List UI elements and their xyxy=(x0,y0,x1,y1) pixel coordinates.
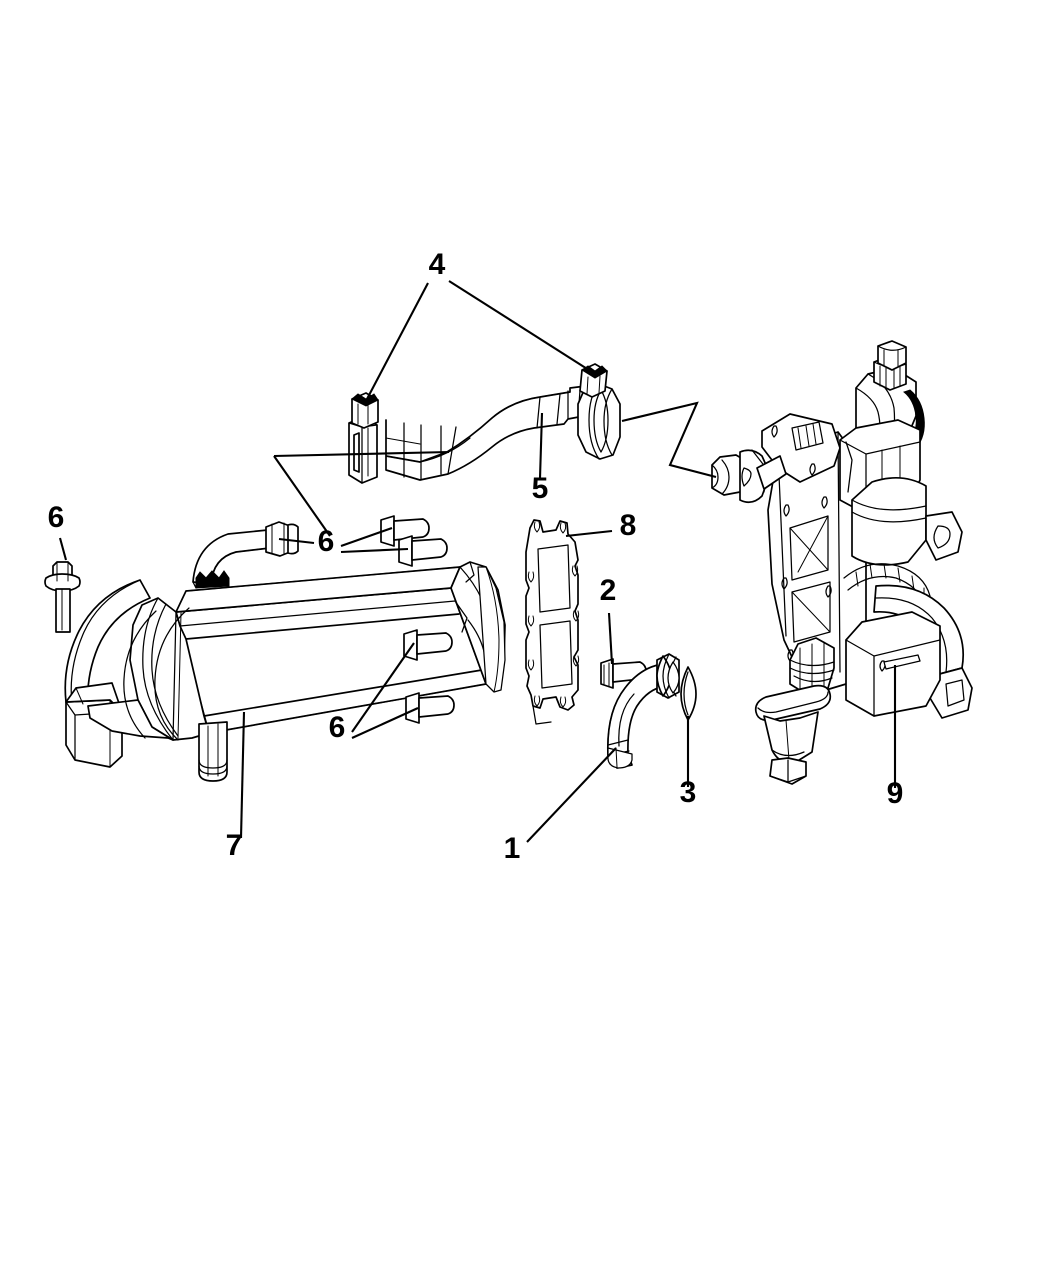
leader-lines xyxy=(58,280,897,843)
part-o-ring-seal xyxy=(680,666,697,721)
part-mounting-bolt-left xyxy=(44,561,81,633)
callout-5: 5 xyxy=(532,472,549,505)
callout-2: 2 xyxy=(600,574,617,607)
callout-6-left: 6 xyxy=(48,501,65,534)
callout-9: 9 xyxy=(887,777,904,810)
part-egr-valve-assembly xyxy=(711,340,973,785)
callout-8: 8 xyxy=(620,509,637,542)
callout-3: 3 xyxy=(680,776,697,809)
part-egr-cooler-body xyxy=(64,521,506,782)
part-egr-tube-elbow xyxy=(606,653,680,769)
part-hose-clamp-right xyxy=(577,363,621,460)
part-mounting-bolts-cooler xyxy=(380,515,455,724)
callout-4: 4 xyxy=(429,248,446,281)
callout-7: 7 xyxy=(226,829,243,862)
part-coolant-hose xyxy=(385,383,603,481)
part-egr-cooler-gasket xyxy=(525,519,580,725)
callout-labels: 1 2 3 4 5 6 6 6 7 8 9 xyxy=(48,248,904,865)
callout-1: 1 xyxy=(504,832,521,865)
callout-6-lower: 6 xyxy=(329,711,346,744)
part-hose-clamp-left xyxy=(348,392,379,484)
callout-6-upper: 6 xyxy=(318,525,335,558)
